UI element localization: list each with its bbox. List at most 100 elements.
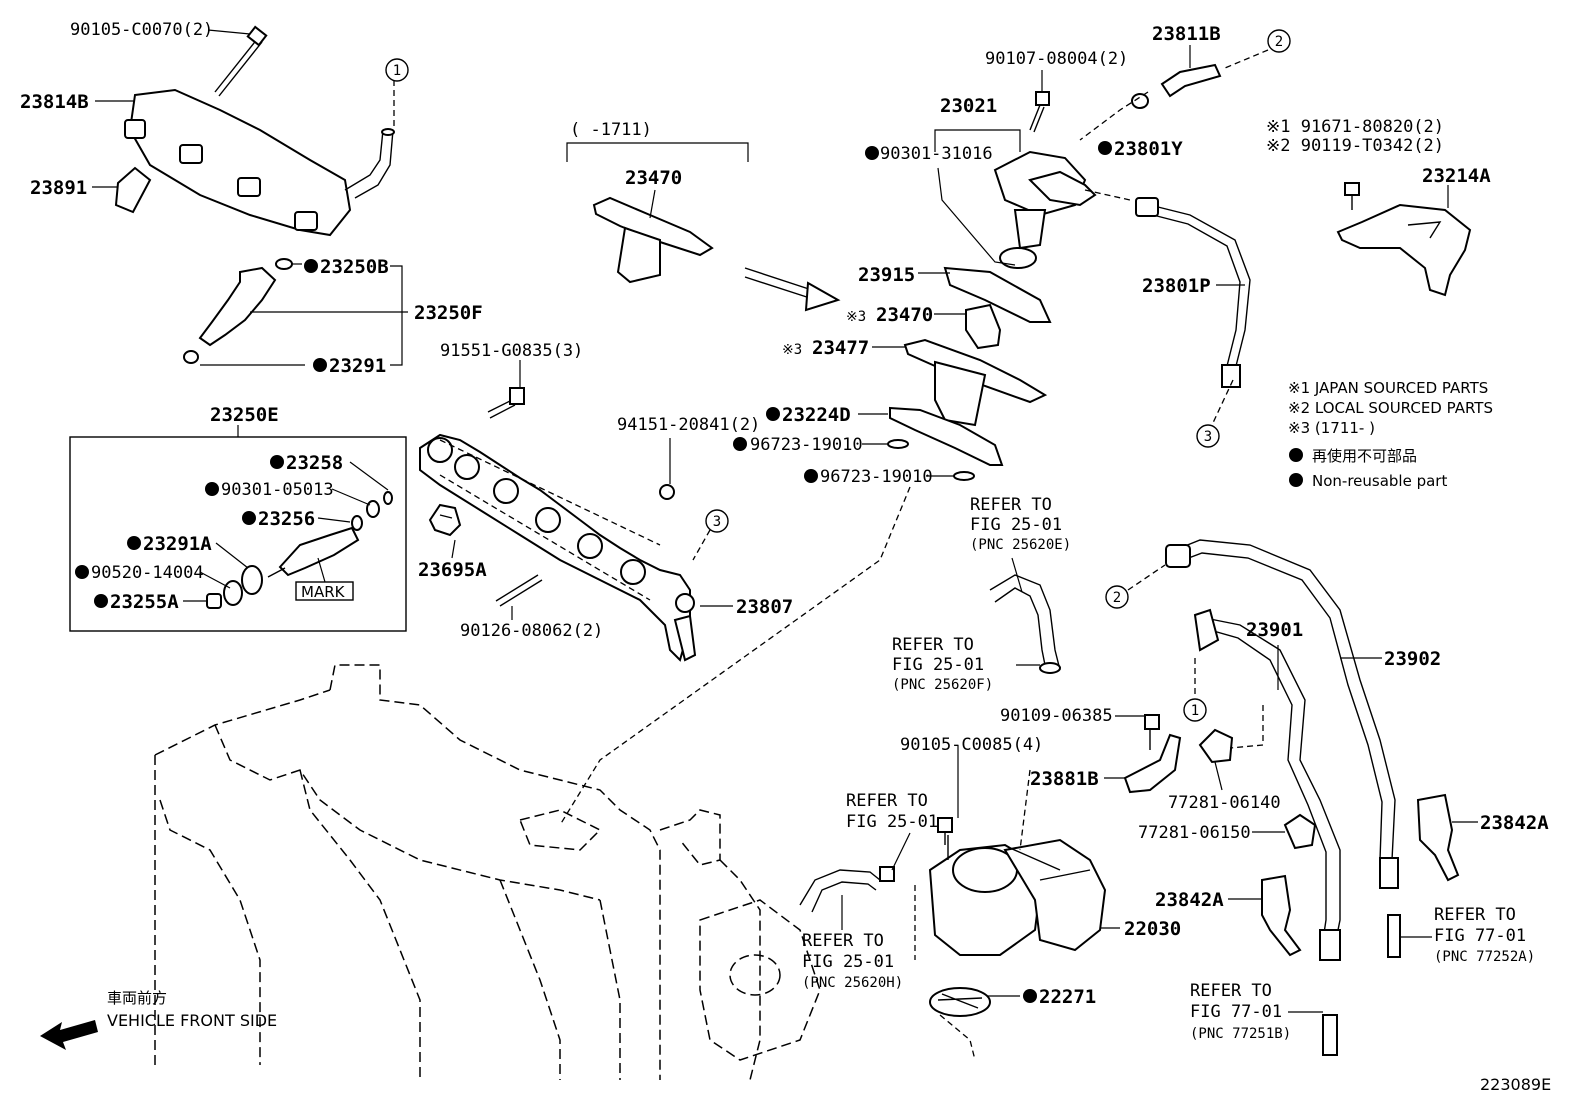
label-22271: 22271	[1039, 986, 1096, 1008]
pipe-stub-77252a	[1387, 914, 1401, 958]
label-77281-06140: 77281-06140	[1168, 793, 1281, 813]
label-96723-19010-b: 96723-19010	[820, 467, 933, 487]
label-23807: 23807	[736, 596, 793, 618]
label-23470-kome3: 23470	[876, 304, 933, 326]
gasket-22271	[929, 987, 991, 1017]
label-23021: 23021	[940, 95, 997, 117]
high-pressure-pump	[937, 150, 1097, 269]
label-23801y: 23801Y	[1114, 138, 1183, 160]
assembly-arrow	[744, 267, 841, 312]
legend-local-sourced: ※2 LOCAL SOURCED PARTS	[1288, 399, 1493, 417]
label-23470-top: 23470	[625, 167, 682, 189]
dashed-connectors	[393, 49, 1269, 1061]
ref5-line-b: FIG 77-01	[1190, 1002, 1282, 1022]
callout-2-top: 2	[1275, 34, 1283, 50]
label-range-early: ( -1711)	[570, 120, 652, 140]
fuel-delivery-pipe	[124, 88, 395, 237]
arrow-left-icon	[40, 1020, 98, 1050]
bolt-90107	[1029, 91, 1050, 133]
label-23814b: 23814B	[20, 91, 89, 113]
figure-code: 223089E	[1480, 1075, 1551, 1094]
ref5-line-a: REFER TO	[1190, 981, 1272, 1001]
ref4-line-c: (PNC 25620H)	[802, 975, 903, 991]
hose-lower-left	[799, 866, 895, 913]
bolt-90109	[1144, 714, 1160, 750]
bracket-23881b	[1123, 733, 1182, 794]
oring-23224d	[889, 406, 1004, 466]
kome3-23477: ※3	[782, 342, 802, 358]
label-23477: 23477	[812, 337, 869, 359]
label-23891: 23891	[30, 177, 87, 199]
legend-non-reusable-jp: 再使用不可部品	[1312, 447, 1417, 465]
label-96723-19010-a: 96723-19010	[750, 435, 863, 455]
note-k1-part: ※1 91671-80820(2)	[1266, 117, 1444, 137]
label-90107-08004: 90107-08004(2)	[985, 49, 1128, 69]
label-23256: 23256	[258, 508, 315, 530]
fuel-rail	[419, 433, 697, 662]
plate-23477	[903, 338, 1048, 427]
label-23902: 23902	[1384, 648, 1441, 670]
hose-upper	[989, 574, 1061, 674]
label-90126-08062: 90126-08062(2)	[460, 621, 603, 641]
label-90105-c0070: 90105-C0070(2)	[70, 20, 213, 40]
label-23291a: 23291A	[143, 533, 212, 555]
bolt-91551	[487, 387, 525, 419]
kome3-23470: ※3	[846, 309, 866, 325]
label-23250e: 23250E	[210, 404, 279, 426]
throttle-body	[928, 817, 1107, 956]
legend-range: ※3 (1711- )	[1288, 419, 1375, 437]
label-23250f: 23250F	[414, 302, 483, 324]
callout-1-mid: 1	[1191, 703, 1199, 719]
callout-1-top: 1	[393, 63, 401, 79]
callout-circles	[385, 29, 1291, 722]
label-94151-20841: 94151-20841(2)	[617, 415, 760, 435]
union-23811b	[1160, 63, 1222, 98]
non-reusable-dots	[75, 141, 1303, 1003]
lifter-23470	[965, 303, 1002, 350]
pipe-23801p	[1135, 197, 1251, 388]
bolt-90105-c0070	[214, 25, 268, 97]
label-23842a-mid: 23842A	[1155, 889, 1224, 911]
label-90105-c0085: 90105-C0085(4)	[900, 735, 1043, 755]
ref3-line-a: REFER TO	[846, 791, 928, 811]
nut-94151	[659, 484, 675, 500]
label-mark: MARK	[301, 583, 346, 601]
injector-23250f	[183, 258, 293, 364]
injector-kit-box	[69, 425, 407, 632]
leader-lines	[92, 29, 1478, 1013]
ref1-line-b: FIG 25-01	[970, 515, 1062, 535]
stud-90126	[495, 574, 543, 607]
label-90301-31016: 90301-31016	[880, 144, 993, 164]
label-77281-06150: 77281-06150	[1138, 823, 1251, 843]
ref2-line-b: FIG 25-01	[892, 655, 984, 675]
label-23695a: 23695A	[418, 559, 487, 581]
ref6-line-c: (PNC 77252A)	[1434, 949, 1535, 965]
ref5-line-c: (PNC 77251B)	[1190, 1026, 1291, 1042]
label-90301-05013: 90301-05013	[221, 480, 334, 500]
label-23881b: 23881B	[1030, 768, 1099, 790]
label-23250b: 23250B	[320, 256, 389, 278]
label-23915: 23915	[858, 264, 915, 286]
legend-non-reusable-en: Non-reusable part	[1312, 472, 1447, 490]
shield-23214a	[1336, 182, 1472, 297]
ref1-line-c: (PNC 25620E)	[970, 537, 1071, 553]
ref6-line-a: REFER TO	[1434, 905, 1516, 925]
label-90109-06385: 90109-06385	[1000, 706, 1113, 726]
label-23842a-right: 23842A	[1480, 812, 1549, 834]
clamp-23695a	[428, 503, 462, 537]
oring-96723-b	[953, 471, 975, 481]
ref4-line-a: REFER TO	[802, 931, 884, 951]
oring-96723-a	[887, 439, 909, 449]
pipe-stub-77251b	[1322, 1014, 1338, 1056]
front-side-en: VEHICLE FRONT SIDE	[107, 1011, 277, 1030]
ref3-line-b: FIG 25-01	[846, 812, 938, 832]
label-23255a: 23255A	[110, 591, 179, 613]
label-23224d: 23224D	[782, 404, 851, 426]
hose-23902	[1165, 539, 1399, 889]
front-side-jp: 車両前方	[107, 989, 167, 1007]
ref1-line-a: REFER TO	[970, 495, 1052, 515]
callout-2-mid: 2	[1113, 590, 1121, 606]
bracket-23470-early	[566, 142, 749, 284]
ref6-line-b: FIG 77-01	[1434, 926, 1526, 946]
